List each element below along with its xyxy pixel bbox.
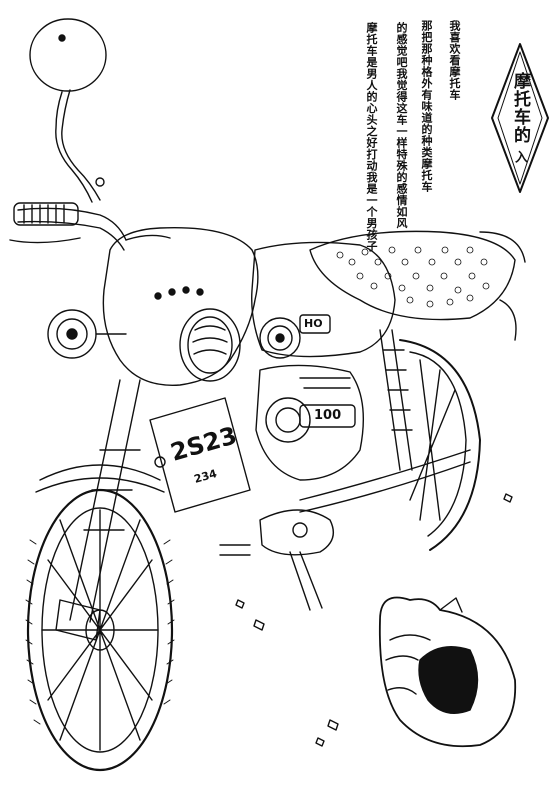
handlebar-drawing bbox=[9, 202, 171, 251]
fuel-tank-drawing bbox=[251, 241, 396, 359]
engine-badge: 100 bbox=[314, 408, 342, 423]
front-cowl-drawing bbox=[102, 226, 259, 386]
footpeg-drawing bbox=[219, 509, 334, 611]
turn-signal-drawing bbox=[47, 309, 127, 359]
calligraphy-col-1: 我喜欢看摩托车 bbox=[448, 20, 461, 101]
loose-bolts-drawing bbox=[235, 493, 513, 747]
calligraphy-col-4: 摩托车是男人的心头之好打动我是一个男孩子 bbox=[365, 22, 378, 252]
calligraphy-col-2: 那把那种格外有味道的种类摩托车 bbox=[420, 20, 433, 193]
license-plate-drawing bbox=[149, 397, 251, 513]
calligraphy-col-3: 的感觉吧我觉得这车一样特殊的感情如风 bbox=[395, 22, 408, 229]
rear-suspension-drawing bbox=[299, 329, 471, 513]
tank-badge: HO bbox=[304, 317, 323, 330]
helmet-drawing bbox=[378, 596, 517, 748]
rear-wheel-drawing bbox=[399, 339, 481, 551]
mirror-drawing bbox=[29, 18, 107, 203]
front-wheel-drawing bbox=[25, 464, 175, 772]
engine-drawing bbox=[255, 364, 364, 481]
seal-sub-text: 入 bbox=[512, 150, 527, 164]
seal-text: 摩托车的 bbox=[510, 72, 530, 144]
front-fork-drawing bbox=[55, 379, 141, 641]
seat-drawing bbox=[309, 230, 526, 341]
seal-diamond-drawing bbox=[491, 43, 549, 193]
